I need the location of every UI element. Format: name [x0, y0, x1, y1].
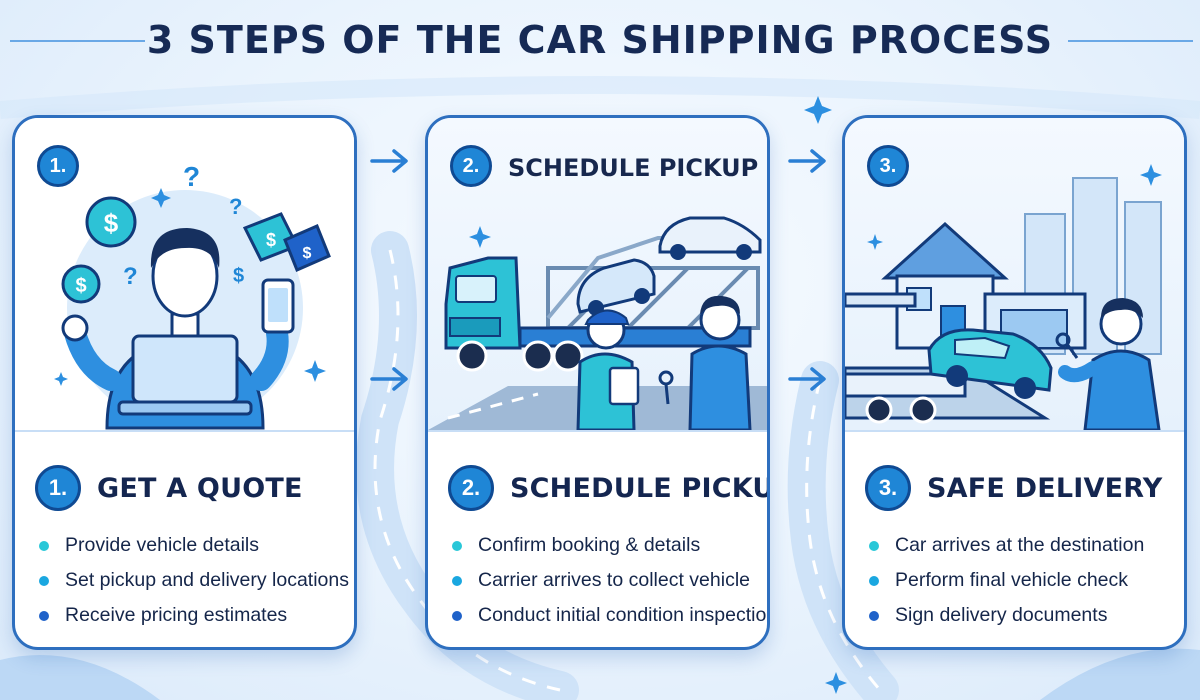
step-number-badge: 2.	[450, 145, 492, 187]
delivery-home-keys-icon	[845, 164, 1162, 430]
svg-text:?: ?	[123, 263, 138, 290]
car-carrier-truck-icon	[428, 216, 767, 430]
bullet-dot-icon	[452, 610, 462, 621]
step-card-get-quote: $ $ $ $ ? ? ? $ 1.	[12, 115, 357, 650]
question-mark-icon: ? ? ? $	[123, 161, 244, 290]
list-item: Set pickup and delivery locations	[39, 563, 349, 598]
key-icon	[1055, 332, 1079, 359]
person-laptop-pricing-icon: $ $ $ $ ? ? ? $	[54, 161, 331, 430]
title-rule-left	[10, 40, 145, 42]
step-title: GET A QUOTE	[97, 472, 303, 504]
step-heading-row: 1. GET A QUOTE	[35, 465, 303, 511]
step-card-safe-delivery: 3. 3. SAFE DELIVERY Car arrives at the d…	[842, 115, 1187, 650]
svg-text:?: ?	[229, 194, 242, 219]
step-number-badge: 2.	[448, 465, 494, 511]
arrow-right-icon	[788, 149, 826, 173]
card-divider	[15, 430, 354, 432]
sparkle-icon	[54, 188, 326, 386]
step-bullet-list: Confirm booking & details Carrier arrive…	[452, 528, 767, 633]
bullet-dot-icon	[869, 575, 879, 586]
dollar-icon: $ $	[61, 196, 137, 304]
step-illustration: 2. SCHEDULE PICKUP	[428, 118, 767, 430]
list-item: Receive pricing estimates	[39, 598, 349, 633]
list-item: Sign delivery documents	[869, 598, 1144, 633]
list-item: Carrier arrives to collect vehicle	[452, 563, 767, 598]
header: 3 STEPS OF THE CAR SHIPPING PROCESS	[0, 10, 1200, 70]
step-title: SAFE DELIVERY	[927, 472, 1163, 504]
sparkle-icon	[469, 226, 491, 248]
step-illustration-label: SCHEDULE PICKUP	[508, 154, 759, 182]
car-icon	[927, 328, 1053, 399]
svg-text:$: $	[303, 245, 312, 262]
driver-figure	[576, 309, 640, 430]
svg-text:$: $	[104, 208, 119, 238]
step-illustration: 3.	[845, 118, 1184, 430]
step-heading-row: 2. SCHEDULE PICKUP	[448, 465, 770, 511]
arrow-right-icon	[788, 367, 826, 391]
price-tag-icon: $ $	[242, 212, 331, 272]
bullet-dot-icon	[452, 540, 462, 551]
list-item: Conduct initial condition inspection	[452, 598, 767, 633]
page-title: 3 STEPS OF THE CAR SHIPPING PROCESS	[146, 18, 1054, 62]
list-item: Car arrives at the destination	[869, 528, 1144, 563]
card-divider	[428, 430, 767, 432]
svg-text:$: $	[266, 230, 276, 250]
step-number-badge: 3.	[865, 465, 911, 511]
title-rule-right	[1068, 40, 1193, 42]
step-number-badge: 3.	[867, 145, 909, 187]
sparkle-icon	[867, 164, 1162, 250]
svg-text:$: $	[233, 265, 244, 287]
step-bullet-list: Car arrives at the destination Perform f…	[869, 528, 1144, 633]
step-number-badge: 1.	[35, 465, 81, 511]
bullet-dot-icon	[39, 575, 49, 586]
sparkle-icon	[804, 96, 847, 694]
card-divider	[845, 430, 1184, 432]
bullet-dot-icon	[39, 540, 49, 551]
step-illustration: $ $ $ $ ? ? ? $ 1.	[15, 118, 354, 430]
step-number-badge: 1.	[37, 145, 79, 187]
list-item: Perform final vehicle check	[869, 563, 1144, 598]
list-item: Provide vehicle details	[39, 528, 349, 563]
customer-figure	[1058, 298, 1161, 430]
arrow-right-icon	[370, 367, 408, 391]
step-heading-row: 3. SAFE DELIVERY	[865, 465, 1163, 511]
arrow-right-icon	[370, 149, 408, 173]
step-bullet-list: Provide vehicle details Set pickup and d…	[39, 528, 349, 633]
bullet-dot-icon	[452, 575, 462, 586]
bullet-dot-icon	[39, 610, 49, 621]
bullet-dot-icon	[869, 610, 879, 621]
key-icon	[658, 370, 674, 405]
car-icon	[576, 216, 762, 316]
bullet-dot-icon	[869, 540, 879, 551]
svg-text:$: $	[75, 275, 86, 297]
svg-text:?: ?	[183, 161, 200, 192]
customer-figure	[688, 295, 752, 430]
step-title: SCHEDULE PICKUP	[510, 472, 770, 504]
list-item: Confirm booking & details	[452, 528, 767, 563]
step-card-schedule-pickup: 2. SCHEDULE PICKUP 2. SCHEDULE PICKUP Co…	[425, 115, 770, 650]
